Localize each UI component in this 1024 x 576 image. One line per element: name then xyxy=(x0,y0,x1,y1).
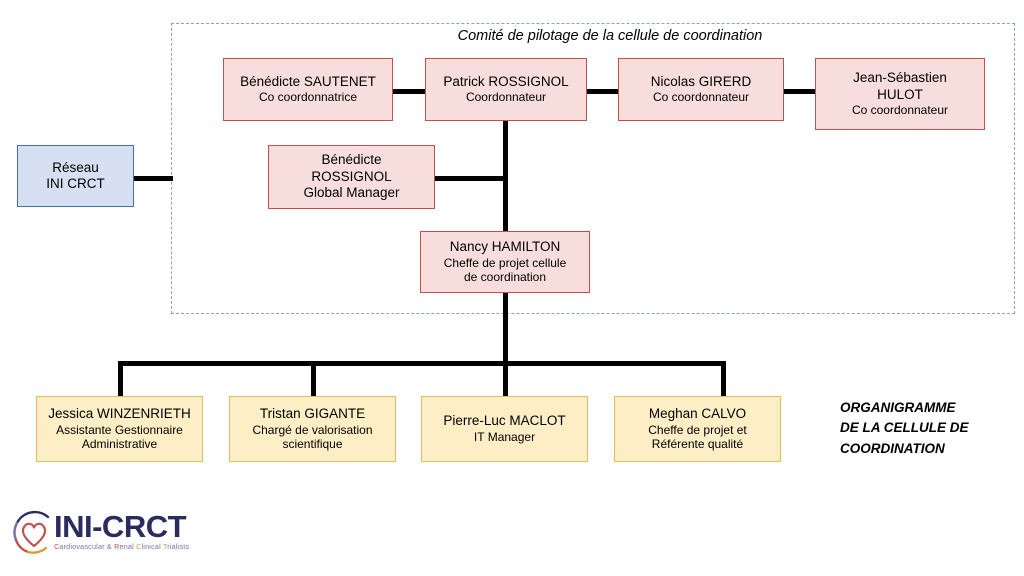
node-hamilton-name: Nancy HAMILTON xyxy=(449,239,561,255)
node-sautenet-role: Co coordonnatrice xyxy=(258,90,358,105)
node-maclot-role: IT Manager xyxy=(473,429,536,444)
node-calvo-role1: Cheffe de projet et xyxy=(648,422,747,437)
connector-rossignol-girerd xyxy=(586,89,618,94)
node-hulot-lastname: HULOT xyxy=(877,86,923,102)
node-winzenrieth-role1: Assistante Gestionnaire xyxy=(56,422,183,437)
diagram-caption-line3: COORDINATION xyxy=(840,440,945,456)
node-reseau-line2: INI CRCT xyxy=(46,176,105,191)
node-sautenet-name: Bénédicte SAUTENET xyxy=(240,73,376,89)
node-pierre-luc-maclot[interactable]: Pierre-Luc MACLOT IT Manager xyxy=(421,396,588,462)
node-hulot-firstname: Jean-Sébastien xyxy=(853,70,947,86)
committee-title: Comité de pilotage de la cellule de coor… xyxy=(457,28,763,44)
connector-sautenet-rossignol xyxy=(392,89,426,94)
connector-drop-team-2 xyxy=(311,361,316,396)
node-jean-sebastien-hulot[interactable]: Jean-Sébastien HULOT Co coordonnateur xyxy=(815,58,985,130)
node-rossignol-role: Coordonnateur xyxy=(465,90,547,105)
node-maclot-name: Pierre-Luc MACLOT xyxy=(443,413,566,429)
connector-drop-team-4 xyxy=(721,361,726,396)
node-nicolas-girerd[interactable]: Nicolas GIRERD Co coordonnateur xyxy=(618,58,784,121)
connector-team-bus xyxy=(118,361,726,366)
node-winzenrieth-name: Jessica WINZENRIETH xyxy=(48,406,191,422)
node-global-manager[interactable]: Bénédicte ROSSIGNOL Global Manager xyxy=(268,145,435,209)
node-hamilton-role1: Cheffe de projet cellule xyxy=(443,255,567,270)
connector-spine-rossignol xyxy=(503,118,508,232)
diagram-caption-line1: ORGANIGRAMME xyxy=(840,400,956,415)
node-nancy-hamilton[interactable]: Nancy HAMILTON Cheffe de projet cellule … xyxy=(420,231,590,293)
diagram-caption-line2: DE LA CELLULE DE xyxy=(840,420,969,436)
node-girerd-name: Nicolas GIRERD xyxy=(650,73,752,89)
connector-girerd-hulot xyxy=(783,89,815,94)
node-rossignol-name: Patrick ROSSIGNOL xyxy=(443,73,569,89)
node-global-manager-role: Global Manager xyxy=(303,185,400,201)
logo-text-block: INI-CRCT Cardiovascular & Renal Clinical… xyxy=(54,511,189,550)
heart-circle-icon xyxy=(13,510,50,554)
committee-frame xyxy=(171,23,1015,314)
ini-crct-logo: INI-CRCT Cardiovascular & Renal Clinical… xyxy=(8,503,208,565)
node-calvo-role2: Référente qualité xyxy=(651,437,744,452)
diagram-caption: ORGANIGRAMME DE LA CELLULE DE COORDINATI… xyxy=(840,398,1020,459)
logo-tagline: Cardiovascular & Renal Clinical Trialist… xyxy=(54,542,190,551)
node-hamilton-role2: de coordination xyxy=(463,270,547,285)
node-global-manager-lastname: ROSSIGNOL xyxy=(311,168,392,184)
connector-reseau-frame xyxy=(133,176,173,181)
node-hulot-role: Co coordonnateur xyxy=(851,103,949,118)
connector-hamilton-to-bus xyxy=(503,293,508,365)
connector-drop-team-3 xyxy=(503,361,508,396)
node-benedicte-sautenet[interactable]: Bénédicte SAUTENET Co coordonnatrice xyxy=(223,58,393,121)
logo-wordmark: INI-CRCT xyxy=(54,509,187,544)
node-reseau-ini-crct[interactable]: Réseau INI CRCT xyxy=(17,145,134,207)
node-global-manager-firstname: Bénédicte xyxy=(321,152,382,168)
node-calvo-name: Meghan CALVO xyxy=(648,406,747,422)
connector-drop-team-1 xyxy=(118,361,123,396)
node-gigante-role1: Chargé de valorisation xyxy=(252,422,373,437)
node-tristan-gigante[interactable]: Tristan GIGANTE Chargé de valorisation s… xyxy=(229,396,396,462)
node-meghan-calvo[interactable]: Meghan CALVO Cheffe de projet et Référen… xyxy=(614,396,781,462)
node-gigante-name: Tristan GIGANTE xyxy=(259,406,366,422)
node-gigante-role2: scientifique xyxy=(282,437,343,452)
node-reseau-line1: Réseau xyxy=(52,159,99,175)
node-girerd-role: Co coordonnateur xyxy=(652,90,750,105)
node-winzenrieth-role2: Administrative xyxy=(81,437,158,452)
node-jessica-winzenrieth[interactable]: Jessica WINZENRIETH Assistante Gestionna… xyxy=(36,396,203,462)
connector-spine-global-manager xyxy=(434,176,506,181)
node-patrick-rossignol[interactable]: Patrick ROSSIGNOL Coordonnateur xyxy=(425,58,587,121)
